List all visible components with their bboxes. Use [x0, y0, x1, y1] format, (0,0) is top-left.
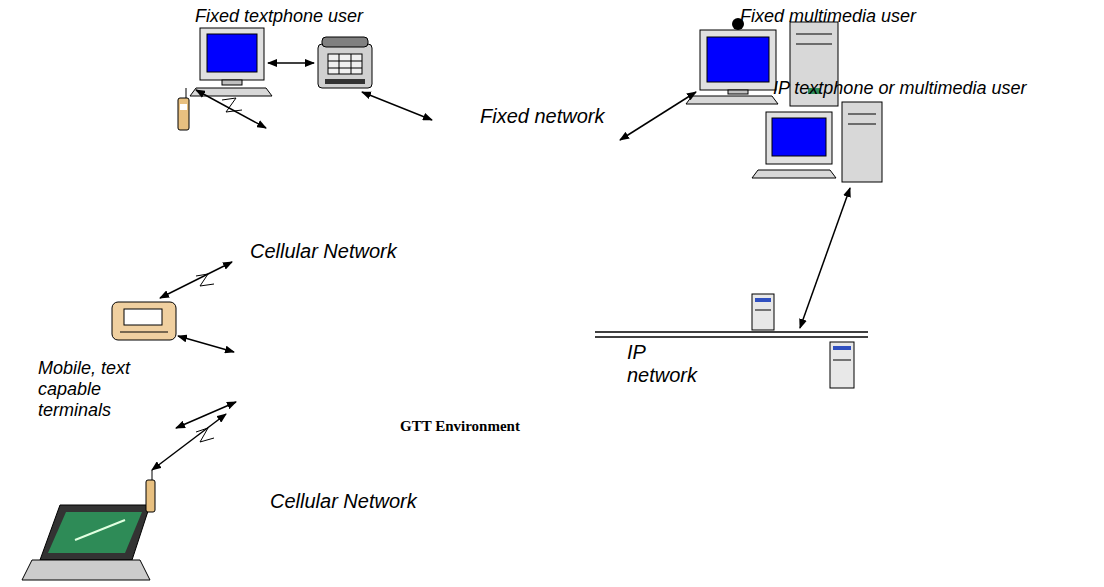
ip-user-pc-part	[848, 114, 876, 115]
ip-user-pc-part	[848, 124, 876, 125]
laptop-terminal-part	[75, 520, 125, 540]
textphone-part	[351, 54, 352, 74]
ip-user-pc-part	[842, 102, 882, 182]
link-arrow	[178, 336, 234, 352]
link-arrow	[362, 92, 432, 120]
textphone-part	[318, 44, 372, 88]
cloud-path	[210, 210, 466, 336]
network-name: IP network	[627, 341, 702, 387]
region-title: GTT Environment	[400, 418, 520, 435]
fixed-multimedia-pc-part	[700, 30, 776, 90]
ip-user-pc-part	[766, 112, 832, 164]
server-part	[755, 298, 771, 302]
textphone-part	[328, 54, 362, 74]
link-arrow	[160, 262, 232, 298]
server-part	[833, 346, 851, 350]
pda-terminal-part	[124, 309, 162, 325]
fixed-multimedia-pc-part	[728, 90, 748, 94]
radio-zigzag	[196, 274, 214, 286]
fixed-textphone-pc-part	[207, 34, 257, 72]
fixed-textphone-pc-part	[190, 88, 272, 96]
fixed-multimedia-pc-part	[796, 44, 832, 45]
laptop-terminal	[22, 470, 155, 580]
mobile-phone	[178, 88, 189, 130]
user-label: Fixed multimedia user	[740, 6, 916, 27]
laptop-terminal-part	[40, 505, 150, 560]
terminal-label: Mobile, text capable terminals	[38, 358, 142, 421]
network-name: Fixed network	[480, 105, 605, 128]
textphone-part	[322, 37, 368, 47]
ip-bus-part	[595, 331, 868, 333]
mobile-phone-part	[180, 104, 187, 110]
ip-user-pc	[752, 102, 882, 182]
radio-zigzag	[196, 428, 214, 442]
textphone	[318, 37, 372, 88]
link-arrow	[176, 402, 236, 428]
fixed-textphone-pc-part	[222, 80, 242, 85]
pda-terminal-part	[112, 302, 176, 340]
textphone-part	[328, 61, 362, 62]
ip-bus-part	[595, 336, 868, 338]
cloud-path	[436, 250, 992, 405]
pda-terminal	[112, 302, 176, 340]
link-arrow	[196, 90, 266, 128]
fixed-textphone-pc	[190, 28, 272, 96]
mobile-phone-part	[186, 88, 187, 98]
cloud-path	[408, 71, 702, 293]
ip-bus	[595, 332, 868, 337]
fixed-textphone-pc-part	[200, 28, 264, 80]
network-name: Cellular Network	[250, 240, 397, 263]
link-arrow	[620, 92, 696, 140]
server	[830, 342, 854, 388]
textphone-part	[325, 79, 365, 84]
link-arrow	[800, 188, 850, 328]
textphone-part	[328, 68, 362, 69]
cloud-outline	[400, 65, 710, 300]
laptop-terminal-part	[22, 560, 150, 580]
fixed-multimedia-pc-part	[796, 34, 832, 35]
ip-user-pc-part	[772, 118, 826, 156]
textphone-part	[339, 54, 340, 74]
mobile-phone-part	[178, 98, 189, 130]
fixed-multimedia-pc-part	[686, 96, 778, 104]
region-ellipse	[2, 97, 558, 583]
laptop-terminal-part	[146, 480, 155, 512]
network-cloud: Cellular Network	[200, 205, 470, 340]
server-part	[833, 360, 851, 361]
cloud-outline	[200, 205, 470, 340]
network-cloud: Cellular Network	[205, 440, 485, 568]
link-arrow	[152, 414, 226, 470]
cloud-outline	[430, 245, 1010, 410]
network-cloud: IP network	[430, 245, 1010, 410]
ip-user-pc-part	[752, 170, 836, 178]
server	[752, 294, 774, 330]
network-name: Cellular Network	[270, 490, 417, 513]
laptop-terminal-part	[152, 470, 153, 480]
fixed-multimedia-pc-part	[707, 37, 769, 82]
server-part	[755, 310, 771, 311]
pda-terminal-part	[120, 332, 168, 333]
user-label: Fixed textphone user	[195, 6, 363, 27]
server-part	[752, 294, 774, 330]
network-cloud: Fixed network	[400, 65, 710, 300]
environment-region: GTT EnvironmentCellular NetworkCellular …	[0, 95, 560, 585]
cloud-path	[213, 444, 479, 562]
laptop-terminal-part	[48, 512, 142, 553]
server-part	[830, 342, 854, 388]
radio-zigzag	[222, 98, 242, 112]
user-label: IP textphone or multimedia user	[773, 78, 1026, 99]
link-arrow	[268, 62, 314, 64]
